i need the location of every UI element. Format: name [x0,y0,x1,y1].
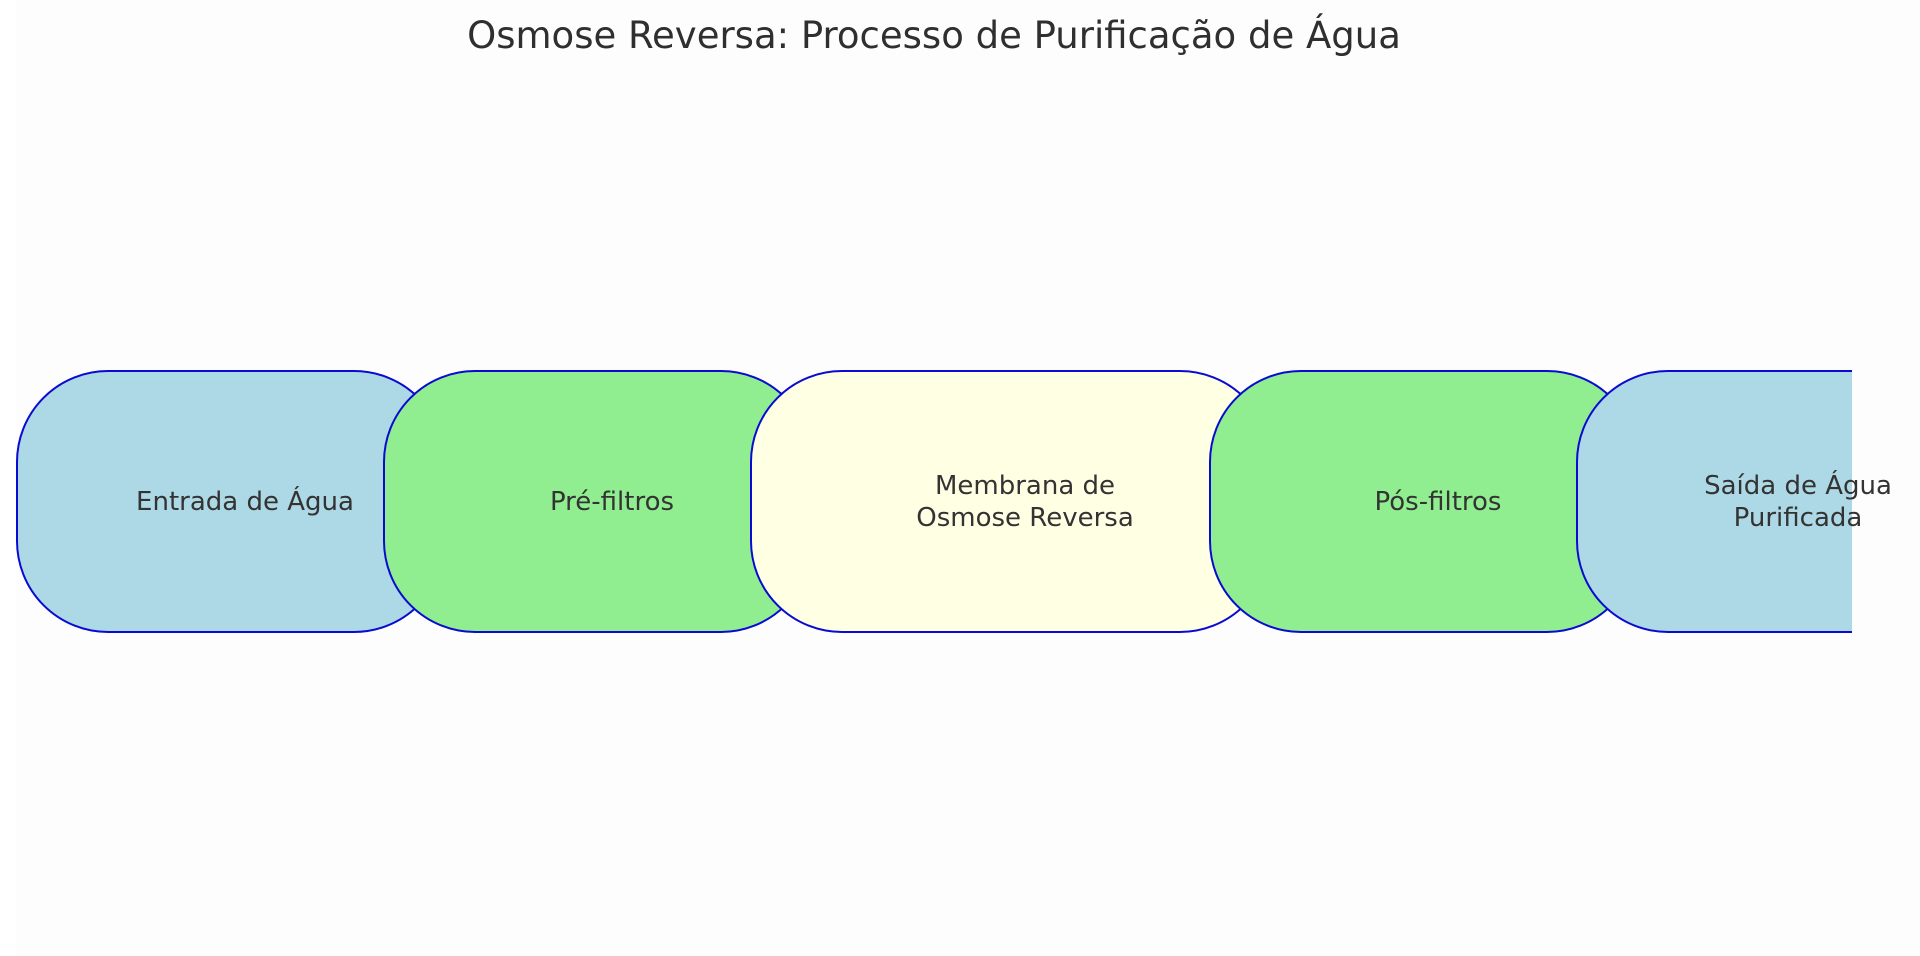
step-label-ro-membrane: Membrana de Osmose Reversa [916,470,1134,533]
process-flow-boxes [16,370,1852,633]
diagram-title: Osmose Reversa: Processo de Purificação … [467,14,1401,57]
step-label-water-inlet: Entrada de Água [136,486,354,517]
step-box-purified-outlet [1576,370,1852,633]
step-box-post-filters [1209,370,1639,633]
step-label-post-filters: Pós-filtros [1374,486,1502,517]
step-box-ro-membrane [750,370,1272,633]
step-label-pre-filters: Pré-filtros [549,486,675,517]
step-label-purified-outlet: Saída de Água Purificada [1704,470,1892,533]
step-box-water-inlet [16,370,446,633]
